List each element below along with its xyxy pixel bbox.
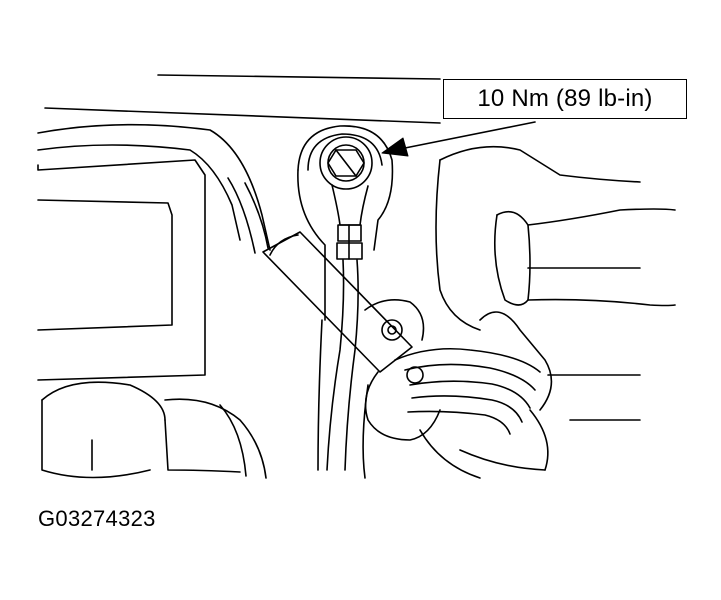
body-panel [37, 123, 271, 381]
mounting-stud [364, 299, 425, 341]
torque-callout-label: 10 Nm (89 lb-in) [443, 79, 687, 119]
connector-bundle [362, 311, 553, 479]
ground-strap [297, 125, 394, 471]
figure-id-label: G03274323 [38, 506, 156, 531]
engine-bracket [435, 145, 676, 421]
wire-harness-sleeve [227, 177, 413, 373]
background-leader-lines [44, 74, 441, 124]
cylinder-component [41, 381, 267, 479]
callout-arrow [381, 121, 536, 157]
